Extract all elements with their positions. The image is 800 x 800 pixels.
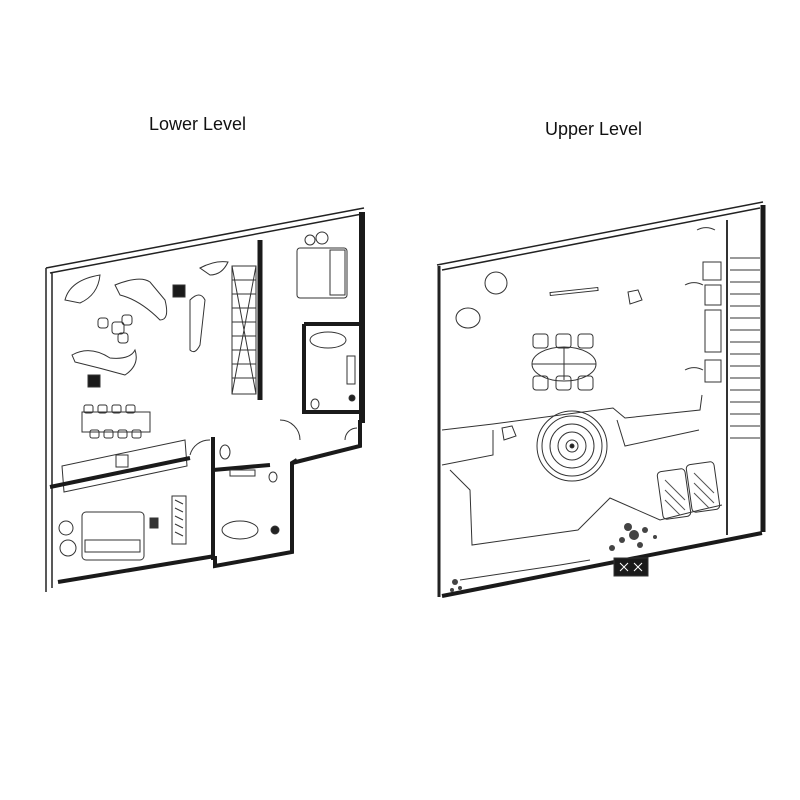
upper-bottom-wall	[441, 531, 763, 598]
lounge-chair	[455, 307, 481, 329]
lower-right-notch	[291, 420, 362, 465]
bath2-walls	[211, 437, 271, 560]
upper-level-plan	[436, 201, 766, 598]
ensuite-walls	[302, 322, 360, 414]
sofa-4	[71, 348, 137, 376]
lower-staircase	[231, 265, 257, 395]
door-swing	[189, 419, 358, 456]
bar-shelf	[549, 286, 599, 297]
sofa-3	[189, 294, 206, 353]
hot-tub	[536, 410, 608, 482]
lower-level-title: Lower Level	[149, 114, 247, 134]
sun-loungers	[656, 461, 721, 520]
sofa-2	[114, 278, 168, 321]
kitchen-wall	[49, 456, 191, 489]
upper-dining-chairs	[532, 333, 594, 391]
lounge-chair	[484, 271, 508, 295]
terrace-path	[441, 394, 703, 466]
dining-table	[81, 411, 151, 433]
lower-exterior-wall	[45, 207, 365, 592]
master-bed	[296, 247, 348, 299]
upper-level-title: Upper Level	[545, 119, 643, 139]
sofa-1	[64, 274, 101, 304]
upper-staircase	[730, 257, 760, 439]
bathtub	[309, 331, 347, 349]
vent-box	[613, 557, 649, 577]
wardrobe	[171, 495, 187, 545]
upper-exterior-wall	[436, 201, 764, 271]
bathtub-2	[221, 520, 259, 540]
lower-level-plan	[45, 207, 365, 592]
kitchen-counter	[61, 439, 188, 493]
lower-right-wall	[359, 212, 365, 423]
planter	[450, 523, 657, 592]
column	[87, 374, 101, 388]
column	[172, 284, 186, 298]
dining-chairs	[83, 404, 142, 439]
guest-bed	[81, 511, 145, 561]
